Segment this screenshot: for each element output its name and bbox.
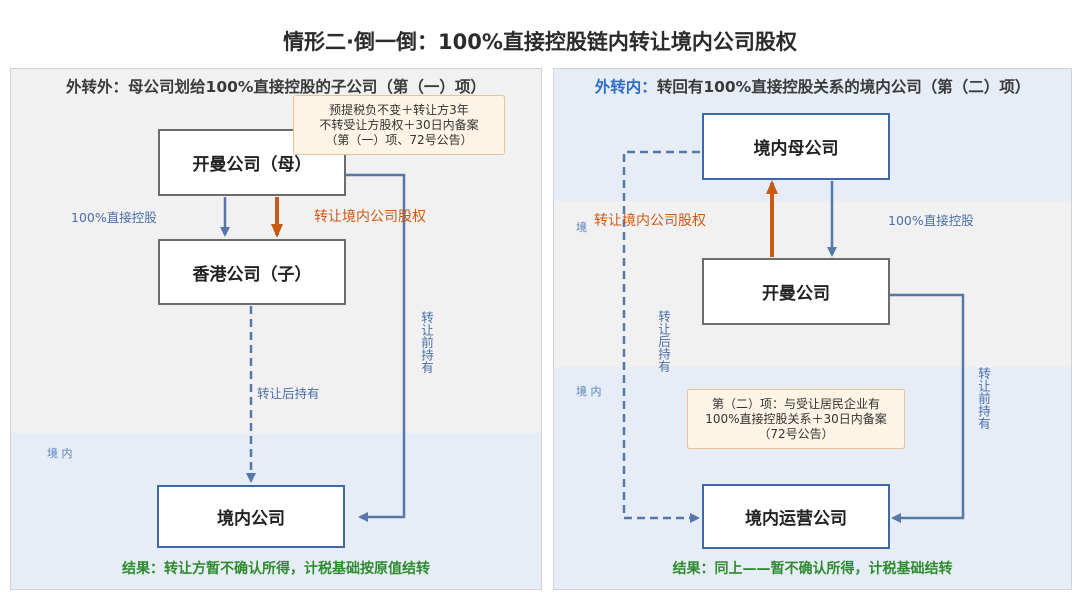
right-transfer-prefix: 境 bbox=[576, 221, 587, 234]
left-panel: 外转外：母公司划给100%直接控股的子公司（第（一）项） 开曼公司（母） 香港公… bbox=[10, 68, 542, 590]
right-note: 第（二）项：与受让居民企业有 100%直接控股关系＋30日内备案 （72号公告） bbox=[687, 389, 905, 449]
left-before-label: 转让前持有 bbox=[419, 311, 434, 374]
left-panel-heading: 外转外：母公司划给100%直接控股的子公司（第（一）项） bbox=[66, 78, 486, 96]
right-panel: 外转内：转回有100%直接控股关系的境内公司（第（二）项） 境内母公司 开曼公司… bbox=[553, 68, 1072, 590]
right-after-label: 转让后持有 bbox=[656, 310, 671, 373]
right-region-label: 境 内 bbox=[576, 385, 602, 398]
right-before-label: 转让前持有 bbox=[976, 367, 991, 430]
right-before-holding-arrow bbox=[890, 293, 965, 523]
right-arrows bbox=[622, 150, 965, 523]
right-control-label: 100%直接控股 bbox=[888, 213, 974, 228]
right-heading-prefix: 外转内： bbox=[594, 78, 657, 96]
right-result: 结果：同上——暂不确认所得，计税基础结转 bbox=[672, 561, 953, 577]
left-result: 结果：转让方暂不确认所得，计税基础按原值结转 bbox=[122, 561, 430, 577]
left-control-label: 100%直接控股 bbox=[71, 210, 157, 225]
domestic-operating-box: 境内运营公司 bbox=[702, 484, 890, 549]
domestic-parent-box: 境内母公司 bbox=[702, 113, 890, 180]
cayman-company-box: 开曼公司 bbox=[702, 258, 890, 325]
left-note: 预提税负不变＋转让方3年 不转受让方股权＋30日内备案 （第（一）项、72号公告… bbox=[293, 95, 505, 155]
left-transfer-label: 转让境内公司股权 bbox=[314, 209, 426, 225]
domestic-company-box: 境内公司 bbox=[157, 485, 345, 548]
right-panel-heading: 外转内：转回有100%直接控股关系的境内公司（第（二）项） bbox=[554, 75, 1071, 97]
hk-subsidiary-box: 香港公司（子） bbox=[158, 239, 346, 305]
left-region-label: 境 内 bbox=[47, 447, 73, 460]
right-transfer-label: 转让境内公司股权 bbox=[594, 213, 706, 229]
left-arrows bbox=[220, 173, 406, 522]
left-after-label: 转让后持有 bbox=[257, 386, 320, 401]
page-title: 情形二·倒一倒：100%直接控股链内转让境内公司股权 bbox=[283, 30, 797, 54]
right-heading-text: 转回有100%直接控股关系的境内公司（第（二）项） bbox=[656, 78, 1031, 96]
before-holding-arrow bbox=[345, 173, 406, 522]
